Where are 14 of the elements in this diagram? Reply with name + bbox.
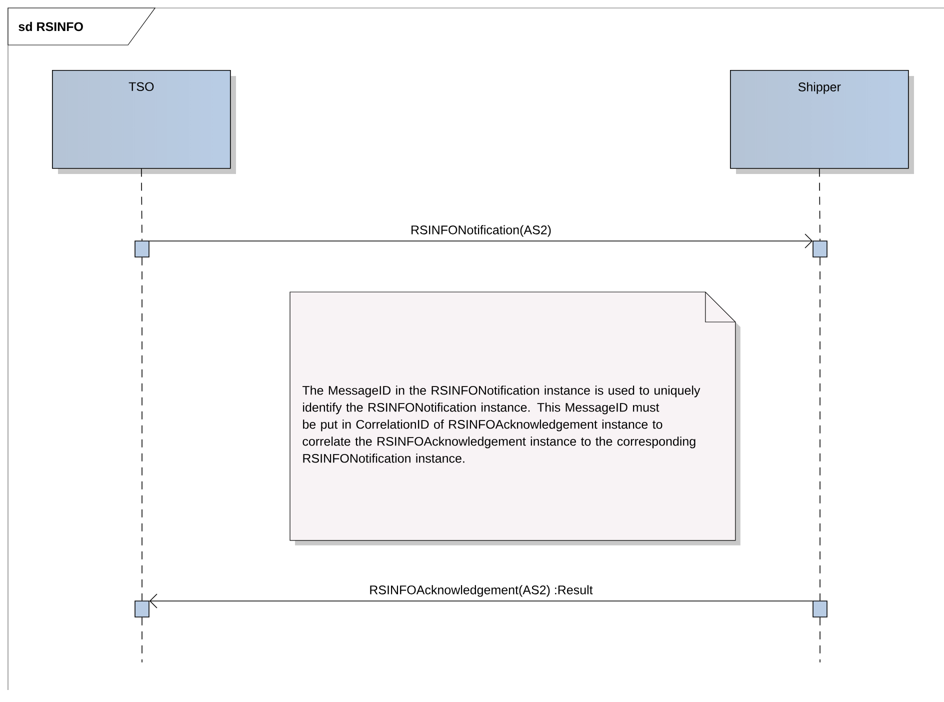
activation-bar xyxy=(812,240,828,258)
lifeline-head: Shipper xyxy=(730,70,914,174)
message-label: RSINFOAcknowledgement(AS2) :Result xyxy=(368,584,594,598)
lifeline xyxy=(819,168,820,241)
frame-tab: sd RSINFO xyxy=(8,8,156,46)
lifeline-head: TSO xyxy=(52,70,236,174)
activation-bar xyxy=(134,600,150,618)
activation-bar xyxy=(134,240,150,258)
message-arrow xyxy=(149,234,813,248)
activation-bar xyxy=(812,600,828,618)
note: The MessageID in the RSINFONotification instance is used to uniquely identify the RSINFONotification instance. This MessageID must be put in CorrelationID of RSINFOAcknowledgement instance to correlate the RSINFOAcknowledgement instance to the corresponding RSINFONotification instance. xyxy=(290,292,740,546)
lifeline xyxy=(141,168,142,241)
message-label: RSINFONotification(AS2) xyxy=(410,224,553,238)
message-arrow xyxy=(149,594,813,608)
